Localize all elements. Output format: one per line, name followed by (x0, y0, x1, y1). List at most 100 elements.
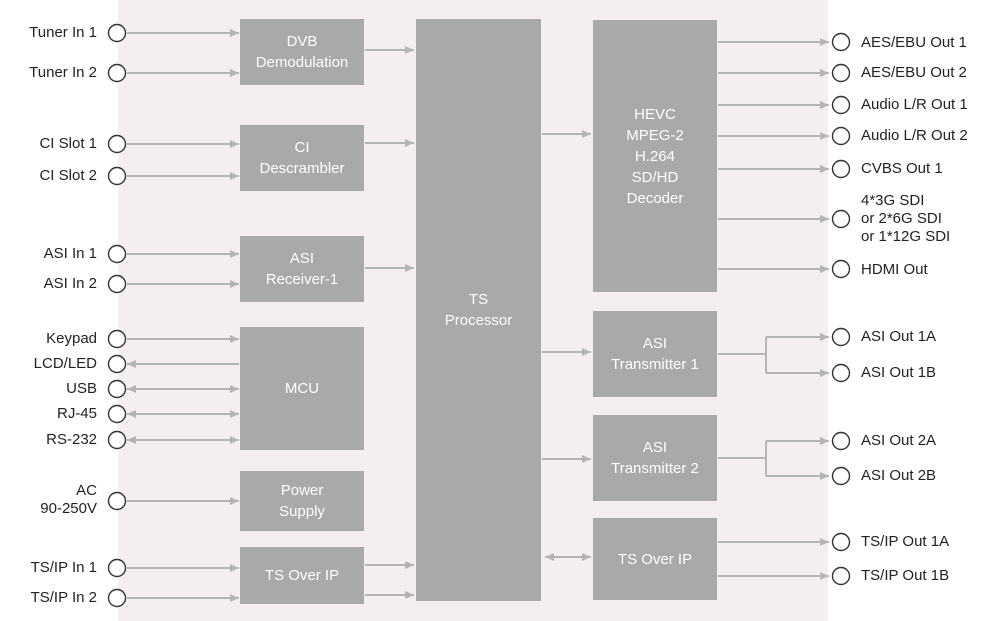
aes-ebu-out-2-port (831, 63, 851, 83)
asi-out-2b-label: ASI Out 2B (861, 467, 937, 484)
audio-lr-out-2-port (831, 126, 851, 146)
sdi-out-port (831, 209, 851, 229)
tuner-in-1-port (107, 23, 127, 43)
ci-to-processor-head (405, 139, 414, 147)
lcd-led-label: LCD/LED (33, 355, 97, 372)
asi-out-2a-arrow-head (820, 437, 829, 445)
asi-out-2b-port (831, 466, 851, 486)
asi-transmitter-1-block: ASI Transmitter 1 (593, 311, 717, 397)
processor-tsoip-out-head (582, 553, 591, 561)
asi-out-1a-label: ASI Out 1A (861, 328, 937, 345)
aes-ebu-out-2-arrow-head (820, 69, 829, 77)
rs-232-arrow-head (230, 436, 239, 444)
audio-lr-out-2-arrow-head (820, 132, 829, 140)
ci-slot-1-arrow-head (230, 140, 239, 148)
rs-232-port (107, 430, 127, 450)
cvbs-out-1-arrow-head (820, 165, 829, 173)
ts-ip-in-2-arrow-head (230, 594, 239, 602)
asi-in-2-arrow-head (230, 280, 239, 288)
ts-ip-in-2-port (107, 588, 127, 608)
ac-power-arrow-head (230, 497, 239, 505)
hdmi-out-arrow-head (820, 265, 829, 273)
rs-232-arrow-tail (127, 436, 136, 444)
aes-ebu-out-1-arrow-head (820, 38, 829, 46)
ci-descrambler-block: CI Descrambler (240, 125, 364, 191)
ci-slot-1-label: CI Slot 1 (39, 135, 97, 152)
aes-ebu-out-2-label: AES/EBU Out 2 (861, 64, 967, 81)
ts-ip-out-1b-port (831, 566, 851, 586)
asi-out-1b-arrow-head (820, 369, 829, 377)
cvbs-out-1-label: CVBS Out 1 (861, 160, 943, 177)
rj-45-label: RJ-45 (56, 405, 97, 422)
rs-232-label: RS-232 (46, 431, 97, 448)
asi-out-1a-arrow-head (820, 333, 829, 341)
asi-out-2a-label: ASI Out 2A (861, 432, 937, 449)
usb-arrow-tail (127, 385, 136, 393)
rj-45-arrow-head (230, 410, 239, 418)
sdi-out-label: 4*3G SDI or 2*6G SDI or 1*12G SDI (861, 192, 951, 245)
ac-power-port (107, 491, 127, 511)
mcu-block: MCU (240, 327, 364, 450)
keypad-label: Keypad (46, 330, 97, 347)
tuner-in-2-arrow-head (230, 69, 239, 77)
processor-to-asi-tx2-head (582, 455, 591, 463)
keypad-arrow-head (230, 335, 239, 343)
asi-in-2-port (107, 274, 127, 294)
aes-ebu-out-1-port (831, 32, 851, 52)
usb-arrow-head (230, 385, 239, 393)
lcd-led-port (107, 354, 127, 374)
ts-ip-in-1-port (107, 558, 127, 578)
ci-slot-2-arrow-head (230, 172, 239, 180)
ci-slot-2-port (107, 166, 127, 186)
cvbs-out-1-port (831, 159, 851, 179)
asi-out-1b-port (831, 363, 851, 383)
asi-out-1a-port (831, 327, 851, 347)
audio-lr-out-1-label: Audio L/R Out 1 (861, 96, 968, 113)
audio-lr-out-1-port (831, 95, 851, 115)
asi-out-1b-label: ASI Out 1B (861, 364, 937, 381)
asi-out-2a-port (831, 431, 851, 451)
audio-lr-out-2-label: Audio L/R Out 2 (861, 127, 968, 144)
asi-in-1-arrow-head (230, 250, 239, 258)
tsoip-in-to-processor-1-head (405, 561, 414, 569)
lcd-led-arrow-head (127, 360, 136, 368)
processor-tsoip-out-tail (545, 553, 554, 561)
hdmi-out-label: HDMI Out (861, 261, 928, 278)
asi-in-1-port (107, 244, 127, 264)
ts-ip-in-1-label: TS/IP In 1 (30, 559, 97, 576)
rj-45-arrow-tail (127, 410, 136, 418)
usb-port (107, 379, 127, 399)
sdi-out-arrow-head (820, 215, 829, 223)
tsoip-in-to-processor-2-head (405, 591, 414, 599)
audio-lr-out-1-arrow-head (820, 101, 829, 109)
ts-processor-block: TS Processor (416, 19, 541, 601)
tuner-in-1-arrow-head (230, 29, 239, 37)
ts-ip-out-1a-arrow-head (820, 538, 829, 546)
processor-to-decoder-head (582, 130, 591, 138)
ts-ip-in-2-label: TS/IP In 2 (30, 589, 97, 606)
power-supply-block: Power Supply (240, 471, 364, 531)
keypad-port (107, 329, 127, 349)
tuner-in-1-label: Tuner In 1 (29, 24, 97, 41)
dvb-demodulation-block: DVB Demodulation (240, 19, 364, 85)
hdmi-out-port (831, 259, 851, 279)
ts-over-ip-input-block: TS Over IP (240, 547, 364, 604)
ts-ip-out-1b-arrow-head (820, 572, 829, 580)
usb-label: USB (66, 380, 97, 397)
ts-ip-out-1a-label: TS/IP Out 1A (861, 533, 950, 550)
ci-slot-2-label: CI Slot 2 (39, 167, 97, 184)
processor-to-asi-tx1-head (582, 348, 591, 356)
asi-in-2-label: ASI In 2 (43, 275, 97, 292)
tuner-in-2-label: Tuner In 2 (29, 64, 97, 81)
rj-45-port (107, 404, 127, 424)
ts-ip-out-1b-label: TS/IP Out 1B (861, 567, 950, 584)
asi-rx-to-processor-head (405, 264, 414, 272)
asi-transmitter-2-block: ASI Transmitter 2 (593, 415, 717, 501)
ts-over-ip-output-block: TS Over IP (593, 518, 717, 600)
ts-ip-in-1-arrow-head (230, 564, 239, 572)
asi-in-1-label: ASI In 1 (43, 245, 97, 262)
asi-receiver-block: ASI Receiver-1 (240, 236, 364, 302)
dvb-to-processor-head (405, 46, 414, 54)
